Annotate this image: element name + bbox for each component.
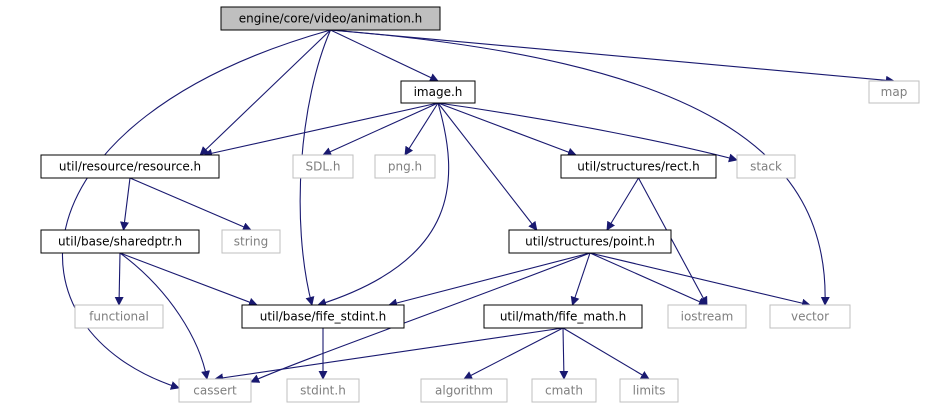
node-label-png-h: png.h — [388, 160, 422, 174]
edge-fife-math-h-to-cassert — [214, 327, 564, 383]
node-animation-h[interactable]: engine/core/video/animation.h — [220, 6, 441, 31]
node-label-algorithm: algorithm — [435, 384, 493, 398]
node-label-sdl-h: SDL.h — [306, 160, 341, 174]
node-box-stack — [736, 154, 796, 179]
node-label-stack: stack — [750, 160, 782, 174]
node-resource-h[interactable]: util/resource/resource.h — [40, 154, 220, 179]
node-box-cassert — [178, 378, 252, 403]
node-label-iostream: iostream — [681, 310, 734, 324]
edge-image-h-to-point-h — [437, 102, 538, 231]
node-box-sdl-h — [292, 154, 354, 179]
node-label-map: map — [881, 85, 908, 99]
node-label-fife-math-h: util/math/fife_math.h — [500, 310, 626, 324]
node-box-map — [868, 80, 920, 104]
edge-rect-h-to-iostream — [638, 177, 708, 306]
node-box-rect-h — [560, 154, 717, 179]
edge-animation-h-to-resource-h — [199, 29, 331, 156]
node-box-cmath — [531, 378, 597, 403]
node-label-animation-h: engine/core/video/animation.h — [239, 12, 423, 26]
node-cassert: cassert — [178, 378, 252, 403]
node-box-png-h — [374, 154, 436, 179]
node-image-h[interactable]: image.h — [400, 80, 476, 104]
node-label-limits: limits — [633, 384, 666, 398]
edge-point-h-to-fife-math-h — [570, 252, 591, 306]
edges-layer — [62, 29, 895, 390]
node-fife-stdint-h[interactable]: util/base/fife_stdint.h — [241, 304, 405, 329]
node-label-string: string — [234, 235, 268, 249]
node-label-sharedptr-h: util/base/sharedptr.h — [58, 235, 182, 249]
node-label-vector: vector — [791, 310, 829, 324]
node-label-stdint-h: stdint.h — [300, 384, 346, 398]
node-label-resource-h: util/resource/resource.h — [59, 160, 201, 174]
node-box-point-h — [508, 229, 672, 254]
node-png-h: png.h — [374, 154, 436, 179]
edge-image-h-to-resource-h — [203, 102, 439, 158]
edge-resource-h-to-string — [129, 177, 252, 231]
node-functional: functional — [74, 304, 164, 329]
edge-point-h-to-vector — [589, 252, 811, 308]
edge-point-h-to-fife-stdint-h — [388, 252, 591, 308]
edge-resource-h-to-sharedptr-h — [120, 177, 131, 231]
node-box-functional — [74, 304, 164, 329]
node-label-fife-stdint-h: util/base/fife_stdint.h — [260, 310, 386, 324]
node-limits: limits — [619, 378, 679, 403]
node-rect-h[interactable]: util/structures/rect.h — [560, 154, 717, 179]
edge-animation-h-to-cassert — [62, 29, 331, 390]
edge-animation-h-to-vector — [330, 29, 830, 306]
node-label-functional: functional — [89, 310, 149, 324]
edge-image-h-to-rect-h — [437, 102, 577, 157]
node-box-algorithm — [420, 378, 508, 403]
node-box-limits — [619, 378, 679, 403]
node-cmath: cmath — [531, 378, 597, 403]
node-box-image-h — [400, 80, 476, 104]
node-box-stdint-h — [286, 378, 360, 403]
node-box-string — [221, 229, 281, 254]
node-stdint-h: stdint.h — [286, 378, 360, 403]
node-map: map — [868, 80, 920, 104]
node-string: string — [221, 229, 281, 254]
node-point-h[interactable]: util/structures/point.h — [508, 229, 672, 254]
node-vector: vector — [769, 304, 851, 329]
edge-fife-math-h-to-cmath — [559, 327, 569, 380]
edge-image-h-to-stack — [437, 102, 738, 163]
edge-sharedptr-h-to-fife-stdint-h — [119, 252, 258, 307]
node-sharedptr-h[interactable]: util/base/sharedptr.h — [40, 229, 200, 254]
node-fife-math-h[interactable]: util/math/fife_math.h — [483, 304, 643, 329]
node-box-vector — [769, 304, 851, 329]
node-sdl-h: SDL.h — [292, 154, 354, 179]
node-label-image-h: image.h — [414, 85, 463, 99]
edge-fife-math-h-to-algorithm — [463, 327, 564, 380]
node-label-cassert: cassert — [193, 384, 237, 398]
edge-point-h-to-iostream — [589, 252, 708, 306]
nodes-layer: engine/core/video/animation.h image.h map u… — [40, 6, 920, 403]
edge-sharedptr-h-to-cassert — [119, 252, 210, 380]
node-box-iostream — [667, 304, 747, 329]
node-stack: stack — [736, 154, 796, 179]
node-label-cmath: cmath — [545, 384, 583, 398]
node-box-sharedptr-h — [40, 229, 200, 254]
node-box-resource-h — [40, 154, 220, 179]
edge-sharedptr-h-to-functional — [114, 252, 124, 306]
edge-image-h-to-fife-stdint-h — [317, 102, 450, 307]
edge-animation-h-to-image-h — [330, 29, 439, 82]
edge-rect-h-to-point-h — [606, 177, 639, 231]
node-label-point-h: util/structures/point.h — [525, 235, 655, 249]
edge-fife-math-h-to-limits — [562, 327, 650, 380]
node-box-animation-h — [220, 6, 441, 31]
node-box-fife-math-h — [483, 304, 643, 329]
edge-image-h-to-png-h — [404, 102, 439, 156]
node-algorithm: algorithm — [420, 378, 508, 403]
edge-image-h-to-sdl-h — [322, 102, 439, 156]
node-iostream: iostream — [667, 304, 747, 329]
node-label-rect-h: util/structures/rect.h — [577, 160, 700, 174]
edge-animation-h-to-map — [330, 29, 895, 85]
node-box-fife-stdint-h — [241, 304, 405, 329]
